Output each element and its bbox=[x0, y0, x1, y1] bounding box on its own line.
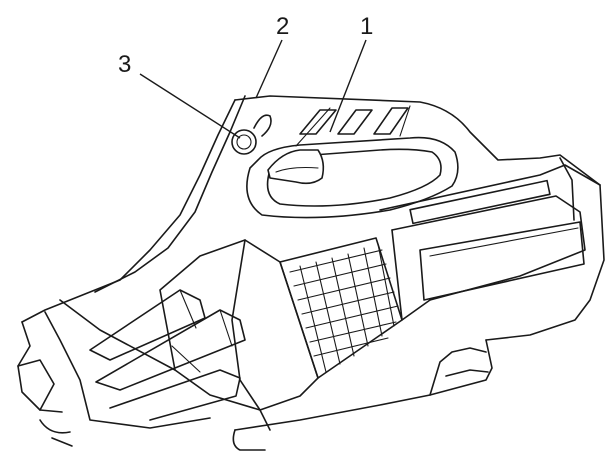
intake-grille bbox=[279, 237, 403, 379]
leader-3 bbox=[139, 73, 241, 139]
callout-leaders bbox=[139, 39, 367, 139]
nozzle bbox=[17, 289, 246, 447]
trigger bbox=[267, 149, 325, 185]
handle-grip bbox=[246, 105, 459, 219]
callout-number-3: 3 bbox=[118, 51, 131, 78]
motor-housing bbox=[379, 157, 601, 301]
side-panel bbox=[159, 229, 431, 431]
callout-number-1: 1 bbox=[360, 13, 373, 40]
leader-2 bbox=[255, 39, 283, 99]
leader-1 bbox=[329, 39, 367, 133]
lock-button bbox=[231, 114, 272, 155]
callout-labels: 1 2 3 bbox=[118, 13, 373, 78]
callout-number-2: 2 bbox=[276, 13, 289, 40]
